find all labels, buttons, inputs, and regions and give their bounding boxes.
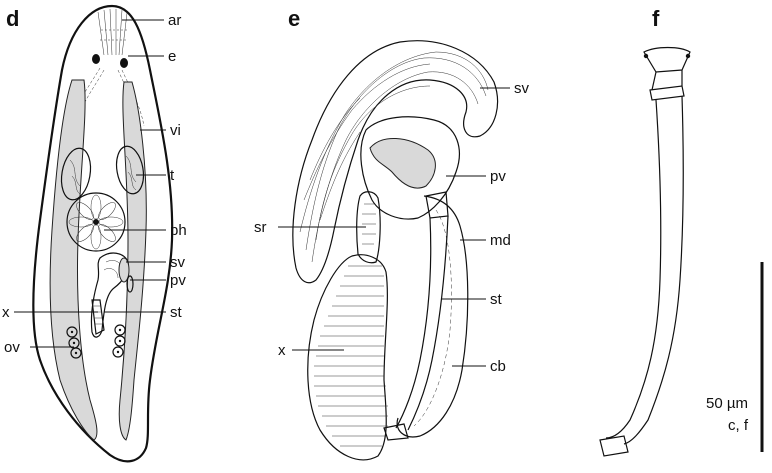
stylet-f — [599, 46, 691, 457]
scale-bar: 50 µm c, f — [706, 262, 764, 452]
label-e-x: x — [278, 342, 286, 359]
scale-bar-value: 50 µm — [706, 395, 748, 412]
label-d-pv: pv — [170, 272, 186, 289]
label-e-st: st — [490, 291, 503, 308]
label-e-cb: cb — [490, 358, 506, 375]
panel-letter-f: f — [652, 6, 660, 31]
panel-f: f — [599, 6, 691, 457]
panel-letter-d: d — [6, 6, 19, 31]
seminal-vesicle — [292, 40, 499, 284]
bursa-x — [307, 254, 388, 461]
label-d-e: e — [168, 48, 176, 65]
eye-right — [120, 58, 128, 68]
bursa-rings — [314, 265, 388, 447]
testis-left — [60, 147, 92, 201]
label-e-md: md — [490, 232, 511, 249]
label-d-st: st — [170, 304, 183, 321]
vitellarium-left — [49, 79, 98, 441]
testis-right — [115, 145, 145, 195]
panel-letter-e: e — [288, 6, 300, 31]
ovaries — [66, 324, 126, 359]
scale-bar-panels: c, f — [728, 417, 749, 434]
label-d-ov: ov — [4, 339, 20, 356]
stylet-e — [383, 191, 449, 441]
label-d-ph: ph — [170, 222, 187, 239]
label-d-ar: ar — [168, 12, 181, 29]
label-e-pv: pv — [490, 168, 506, 185]
pharynx — [66, 192, 126, 252]
eye-left — [92, 54, 100, 64]
panel-d: d — [2, 4, 187, 463]
anterior-region-hatching — [97, 8, 128, 56]
vitellarium-right — [118, 81, 147, 441]
label-d-t: t — [170, 167, 175, 184]
label-e-sv: sv — [514, 80, 530, 97]
label-d-sv: sv — [170, 254, 186, 271]
worm-body-outline — [32, 4, 174, 463]
male-duct-inner — [413, 209, 452, 427]
label-e-sr: sr — [254, 219, 267, 236]
label-d-vi: vi — [170, 122, 181, 139]
label-d-x: x — [2, 304, 10, 321]
male-duct — [396, 195, 469, 438]
panel-e: e — [254, 6, 530, 461]
seminal-receptacle — [356, 191, 381, 264]
seminal-vesicle-texture — [299, 51, 489, 263]
